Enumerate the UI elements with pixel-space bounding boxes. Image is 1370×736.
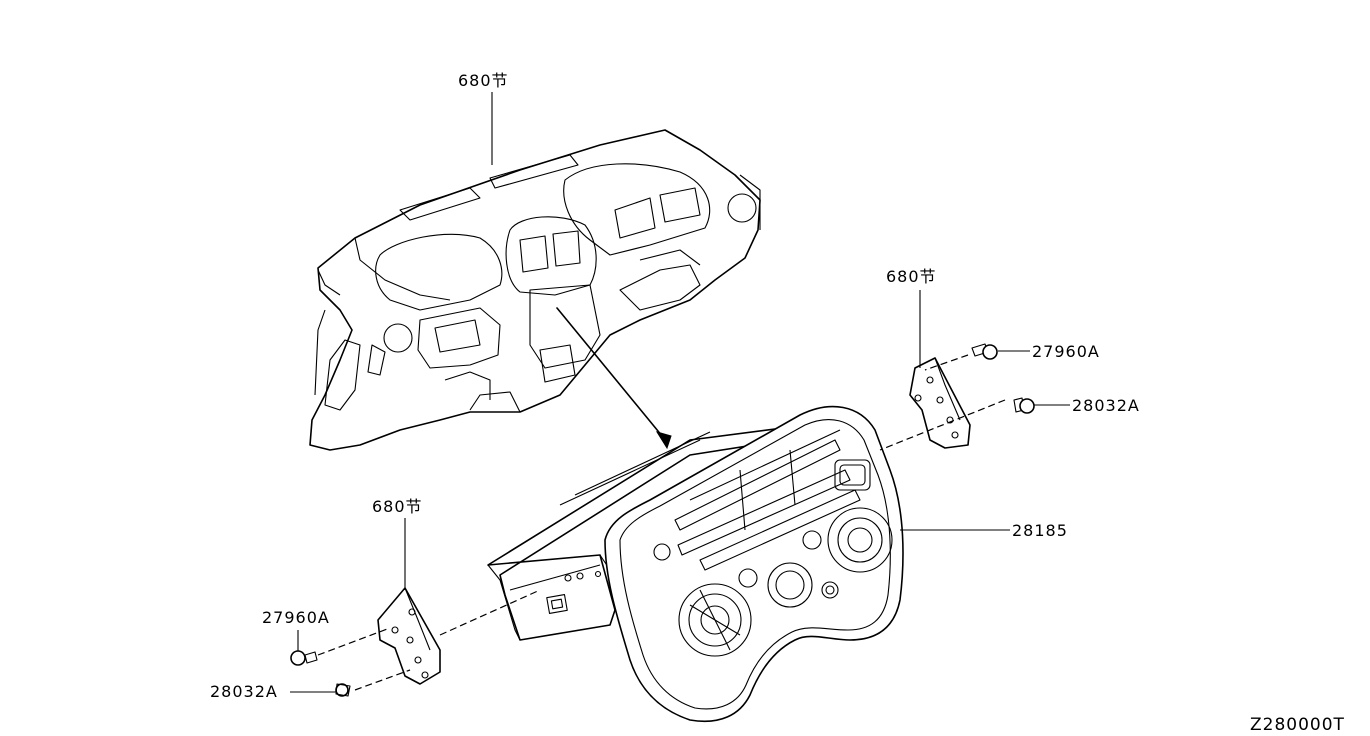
instrument-panel-drawing bbox=[309, 129, 761, 451]
callout-screw-right: 27960A bbox=[1032, 342, 1100, 361]
clip-left-drawing bbox=[335, 683, 351, 697]
callout-right-bracket: 680节 bbox=[886, 267, 937, 286]
screw-left-drawing bbox=[290, 650, 318, 666]
control-unit-drawing bbox=[487, 405, 904, 722]
callout-screw-left: 27960A bbox=[262, 608, 330, 627]
screw-right-drawing bbox=[971, 343, 998, 360]
callout-instrument-panel: 680节 bbox=[458, 71, 509, 90]
figure-code: Z280000T bbox=[1250, 715, 1345, 735]
callout-main-unit: 28185 bbox=[1012, 521, 1068, 540]
right-bracket-drawing bbox=[909, 357, 971, 449]
callout-clip-left: 28032A bbox=[210, 682, 278, 701]
leader-lines bbox=[290, 92, 1070, 693]
callout-clip-right: 28032A bbox=[1072, 396, 1140, 415]
clip-right-drawing bbox=[1013, 397, 1035, 414]
left-bracket-drawing bbox=[377, 587, 441, 685]
assembly-arrow bbox=[556, 307, 672, 450]
callout-left-bracket: 680节 bbox=[372, 497, 423, 516]
assembly-dashed-lines bbox=[317, 354, 1006, 691]
